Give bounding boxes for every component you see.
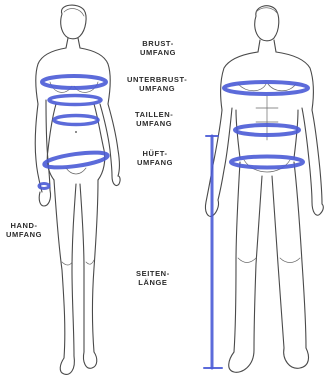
label-brustumfang: BRUST- UMFANG [140, 40, 176, 57]
label-seitenlaenge: SEITEN- LÄNGE [136, 270, 170, 287]
female-waist-band [54, 116, 98, 125]
female-figure [35, 5, 120, 374]
female-bust-band [42, 76, 106, 88]
female-wrist-band [39, 184, 49, 189]
male-hip-band [231, 157, 303, 168]
label-hueftumfang: HÜFT- UMFANG [137, 150, 173, 167]
label-taillenumfang: TAILLEN- UMFANG [135, 111, 173, 128]
label-handumfang: HAND- UMFANG [6, 222, 42, 239]
male-chest-band [224, 82, 308, 94]
male-figure [204, 6, 323, 373]
female-hip-band [43, 150, 108, 171]
label-unterbrustumfang: UNTERBRUST- UMFANG [127, 76, 187, 93]
female-underbust-band [49, 96, 101, 105]
